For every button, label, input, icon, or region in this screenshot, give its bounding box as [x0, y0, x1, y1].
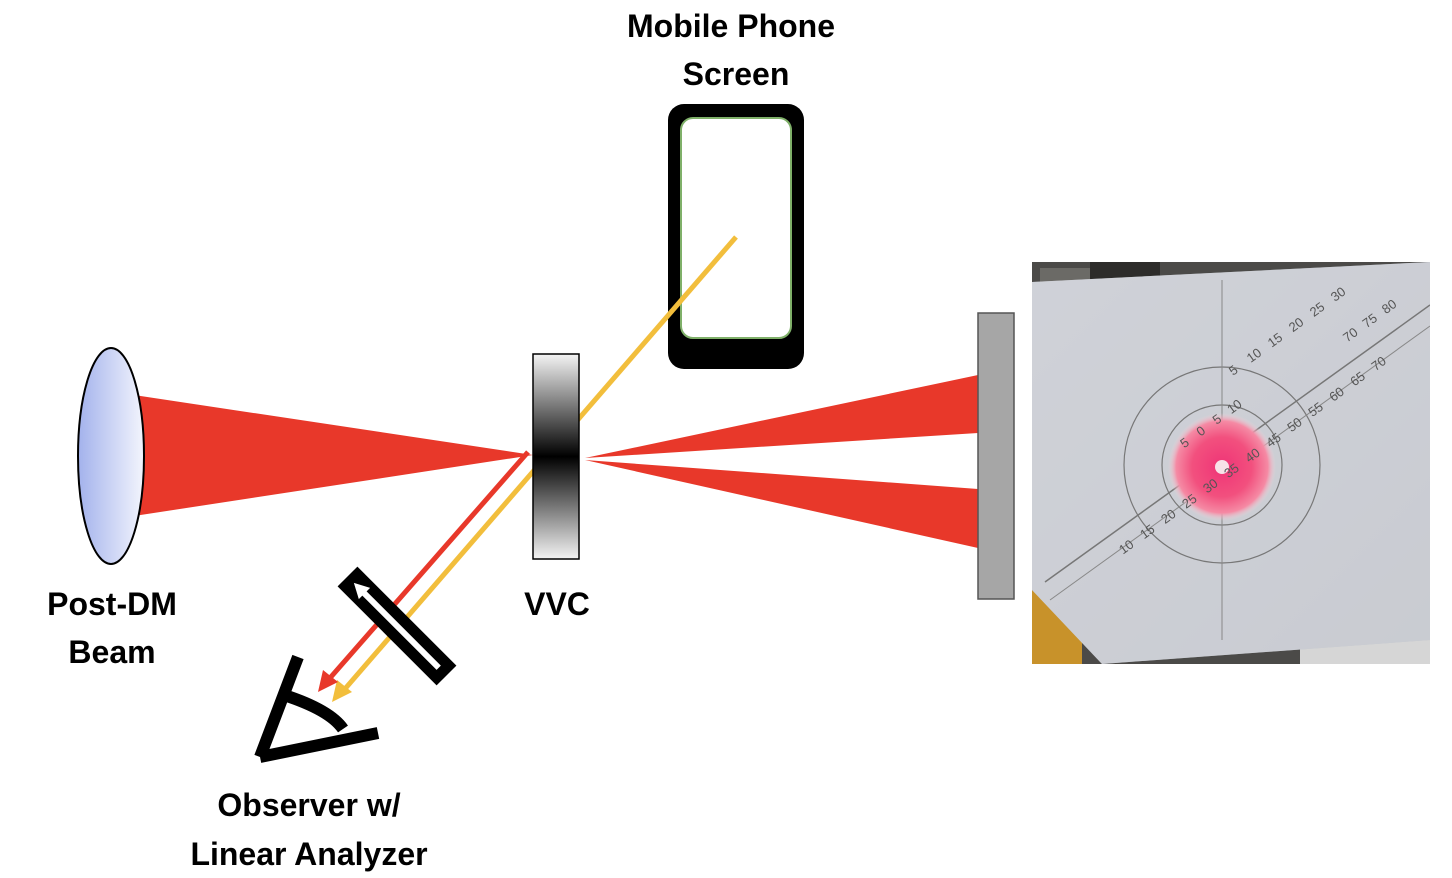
linear-analyzer: [337, 566, 457, 686]
ruler-bottom-tick-3: 55: [1305, 399, 1326, 420]
observer-eye-icon: [254, 654, 380, 763]
ruler-bottom-tick-2: 60: [1326, 384, 1347, 405]
ruler-bottom-tick-12: 10: [1116, 537, 1137, 558]
ruler-top-tick-5: 30: [1328, 284, 1349, 305]
ruler-bottom-tick-7: 35: [1221, 460, 1242, 481]
ruler-bottom-tick-11: 15: [1137, 521, 1158, 542]
ruler-right-tick-1: 75: [1359, 310, 1380, 331]
post-dm-lens: [77, 347, 145, 565]
mobile-phone-screen: [680, 117, 792, 339]
upper-output-beam: [585, 375, 978, 458]
beam-label-line2: Beam: [68, 634, 155, 670]
vvc-label: VVC: [524, 586, 590, 622]
ruler-bottom-tick-9: 25: [1179, 491, 1200, 512]
observer-label-line1: Observer w/: [217, 787, 400, 823]
observer-label-line2: Linear Analyzer: [190, 836, 427, 872]
yellow-arrow-head: [332, 680, 352, 702]
incoming-red-beam: [134, 395, 533, 516]
ruler-bottom-tick-5: 45: [1263, 430, 1284, 451]
projection-screen: [977, 312, 1015, 600]
ruler-bottom-tick-1: 65: [1347, 368, 1368, 389]
phone-label-line1: Mobile Phone: [627, 8, 835, 44]
lower-output-beam: [585, 460, 978, 548]
phone-label-line2: Screen: [683, 56, 790, 92]
ruler-top-tick-2: 15: [1265, 330, 1286, 351]
ruler-right-tick-0: 80: [1379, 296, 1400, 317]
ruler-right-tick-2: 70: [1340, 324, 1361, 345]
ruler-top-tick-1: 10: [1244, 345, 1265, 366]
red-arrow-head: [318, 670, 338, 692]
beam-photo-inset: 5 10 15 20 25 30 5 0 5 10 70 65 60 55 50…: [1032, 262, 1430, 664]
ruler-bottom-tick-8: 30: [1200, 475, 1221, 496]
ruler-bottom-tick-4: 50: [1284, 414, 1305, 435]
ruler-top-tick-4: 25: [1307, 299, 1328, 320]
ruler-bottom-tick-6: 40: [1242, 445, 1263, 466]
ruler-inner-tick-3: 10: [1224, 396, 1245, 417]
ruler-top-tick-3: 20: [1286, 314, 1307, 335]
ruler-bottom-tick-0: 70: [1368, 353, 1389, 374]
ruler-bottom-tick-10: 20: [1158, 506, 1179, 527]
beam-label-line1: Post-DM: [47, 586, 177, 622]
vvc-element: [532, 353, 580, 560]
red-reflected-ray: [328, 450, 530, 680]
